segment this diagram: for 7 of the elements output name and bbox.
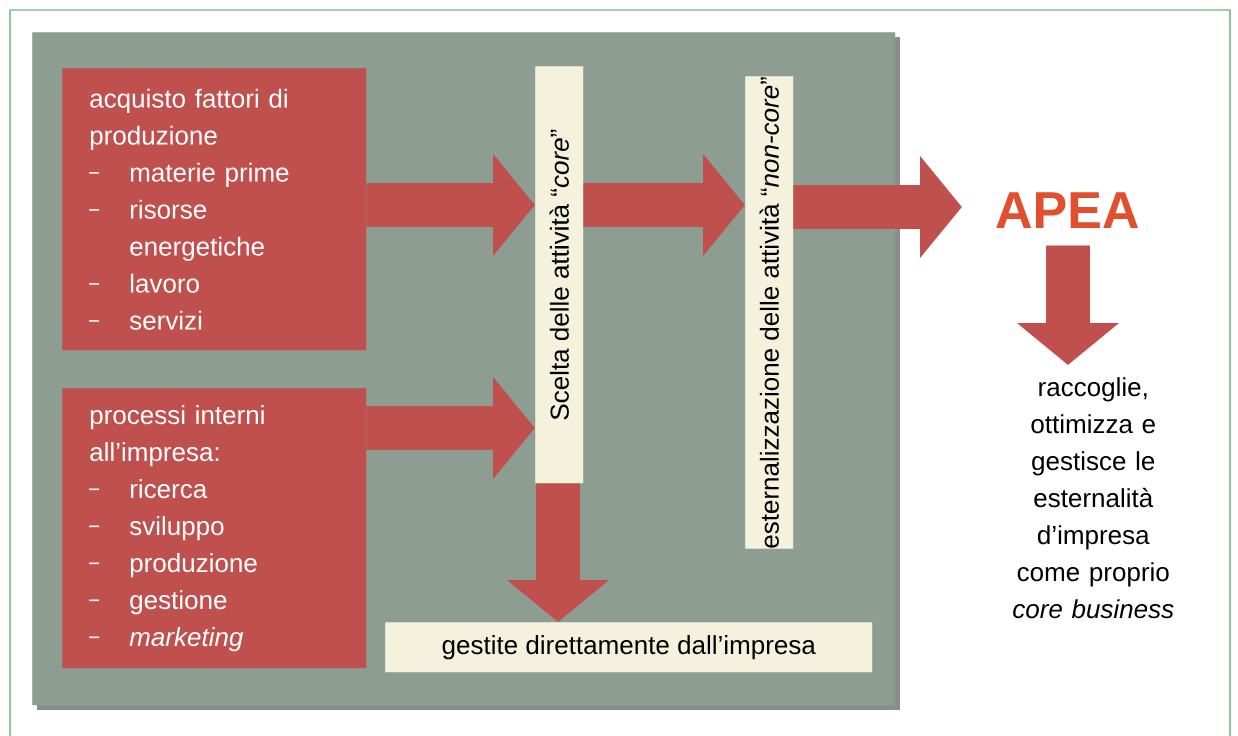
heading-text: APEA (996, 192, 1139, 229)
list-box: processi interni all’impresa: ricerca sviluppo produzione gestione marketing (62, 388, 367, 669)
label-box: gestite direttamente dall’impresa (385, 622, 873, 673)
list-box: acquisto fattori di produzione materie prime risorse energetiche lavoro servizi (62, 68, 367, 351)
description-text: raccoglie, ottimizza e gestisce le esternalità d’impresa come proprio core business (1013, 377, 1174, 619)
vertical-label-box: esternalizzazione delle attività “non-core” (745, 76, 794, 549)
vertical-label-box: Scelta delle attività “core” (535, 66, 584, 484)
